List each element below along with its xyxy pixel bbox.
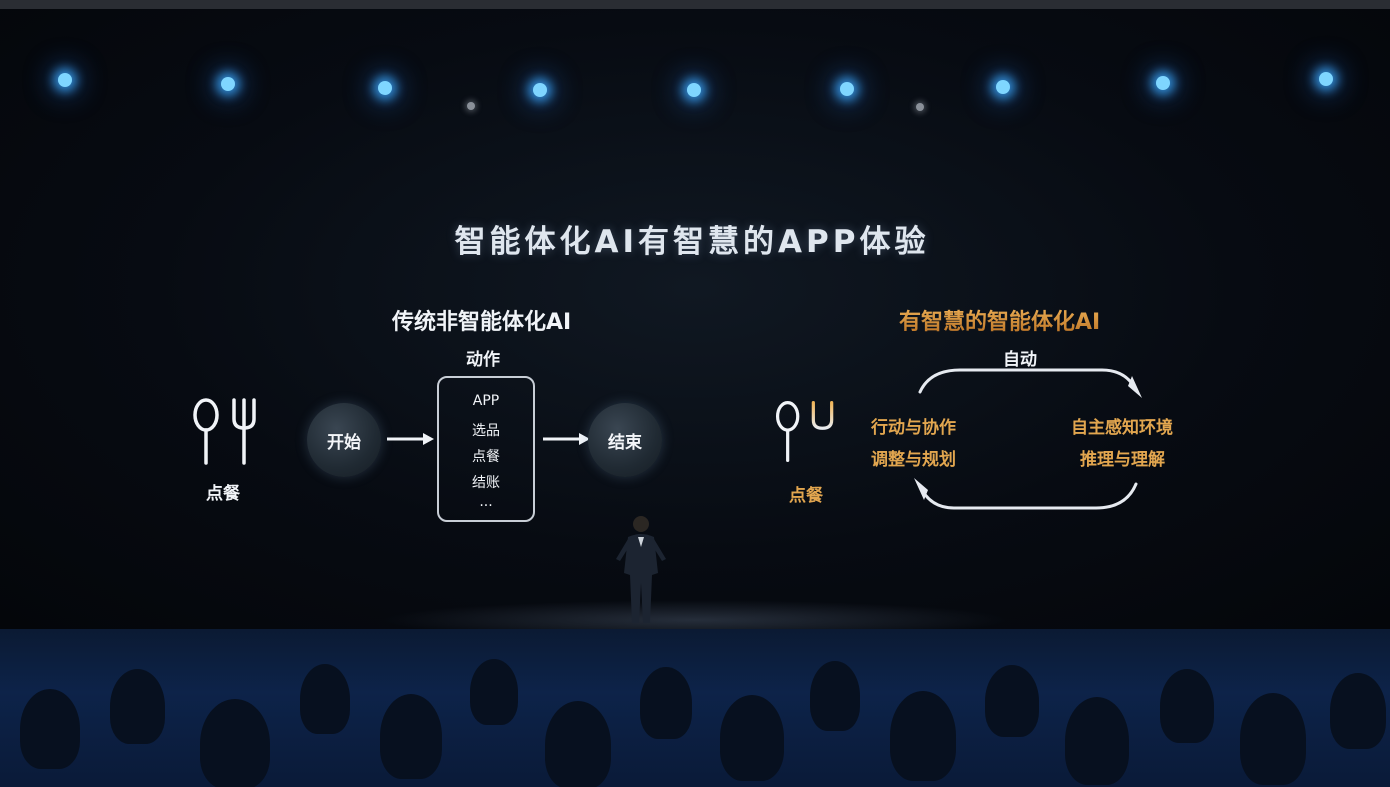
end-node: 结束: [588, 403, 662, 477]
reason-understand-text: 推理与理解: [1080, 450, 1165, 470]
audience-head: [545, 701, 611, 787]
audience-head: [640, 667, 692, 739]
action-collab-text: 行动与协作: [871, 418, 956, 438]
agentic-ai-heading: 有智慧的智能体化AI: [899, 304, 1100, 336]
audience-head: [470, 659, 518, 725]
audience-head: [810, 661, 860, 731]
stage-light: [996, 80, 1010, 94]
audience-head: [200, 699, 270, 787]
action-item: 点餐: [472, 449, 500, 465]
start-node: 开始: [307, 403, 381, 477]
start-node-label: 开始: [327, 432, 361, 453]
audience-head: [1330, 673, 1386, 749]
stage-light: [840, 82, 854, 96]
audience-head: [300, 664, 350, 734]
perceive-env-text: 自主感知环境: [1071, 418, 1173, 438]
action-box: APP 选品 点餐 结账 ...: [437, 376, 535, 522]
stage-light: [58, 73, 72, 87]
adjust-plan-text: 调整与规划: [871, 450, 956, 470]
audience-head: [985, 665, 1039, 737]
order-label: 点餐: [789, 486, 823, 506]
stage-background: [0, 9, 1390, 629]
auto-label: 自动: [1003, 350, 1037, 370]
stage-light: [1156, 76, 1170, 90]
audience-head: [20, 689, 80, 769]
cutlery-icon: [193, 398, 256, 465]
stage-light: [687, 83, 701, 97]
audience-head: [890, 691, 956, 781]
arrow-icon: [543, 433, 590, 445]
stage-light: [467, 102, 475, 110]
audience-head: [720, 695, 784, 781]
cycle-arrows: [914, 368, 1142, 510]
end-node-label: 结束: [608, 432, 642, 453]
cutlery-icon: [775, 400, 834, 462]
slide-title: 智能体化AI有智慧的APP体验: [454, 224, 930, 260]
stage-light: [916, 103, 924, 111]
arrow-icon: [387, 433, 434, 445]
audience-head: [380, 694, 442, 779]
action-item: APP: [472, 393, 500, 409]
traditional-ai-heading: 传统非智能体化AI: [392, 310, 572, 335]
stage-light: [221, 77, 235, 91]
audience-head: [1160, 669, 1214, 743]
action-label: 动作: [466, 350, 500, 370]
stage-light: [378, 81, 392, 95]
action-item: 结账: [472, 475, 500, 491]
action-item: 选品: [472, 423, 500, 439]
audience-head: [1240, 693, 1306, 785]
action-item: ...: [479, 494, 493, 510]
top-bar: [0, 0, 1390, 9]
stage-light: [533, 83, 547, 97]
audience: [0, 629, 1390, 787]
audience-head: [1065, 697, 1129, 785]
presenter: [616, 516, 666, 623]
audience-head: [110, 669, 165, 744]
stage-light: [1319, 72, 1333, 86]
order-label: 点餐: [206, 484, 240, 504]
